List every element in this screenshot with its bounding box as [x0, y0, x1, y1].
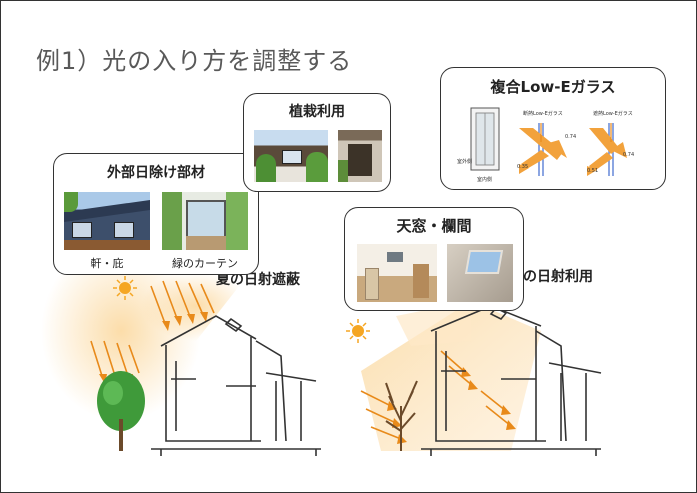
- card-skylight: 天窓・欄間: [344, 207, 524, 311]
- lowe-value-c: 0.74: [623, 152, 635, 158]
- card-planting: 植栽利用: [243, 93, 391, 192]
- winter-house-diagram: [346, 301, 602, 456]
- card-lowe-glass-title: 複合Low-Eガラス: [490, 78, 616, 96]
- lowe-outside-label: 室外側: [457, 159, 473, 165]
- eaves-photo: [64, 192, 150, 250]
- bare-tree-icon: [385, 380, 418, 451]
- window-sash-icon: [470, 107, 500, 171]
- eaves-label: 軒・庇: [90, 257, 124, 270]
- lowe-value-d: 0.51: [587, 168, 599, 174]
- lowe-glass-diagram: [470, 107, 627, 176]
- lowe-inside-label: 室内側: [477, 177, 493, 183]
- skylight-photo: [447, 244, 513, 302]
- card-planting-title: 植栽利用: [289, 104, 345, 120]
- green-curtain-label: 緑のカーテン: [172, 257, 238, 270]
- sun-icon-left: [113, 276, 137, 300]
- lowe-left-heading: 断熱Low-Eガラス: [523, 111, 563, 117]
- summer-house-diagram: [41, 241, 321, 456]
- caption-summer: 夏の日射遮蔽: [216, 272, 300, 288]
- lowe-right-heading: 遮熱Low-Eガラス: [593, 111, 633, 117]
- transom-room-photo: [357, 244, 437, 302]
- lowe-value-b: 0.35: [517, 164, 529, 170]
- card-lowe-glass: 複合Low-Eガラス: [440, 67, 666, 190]
- caption-winter: 冬の日射利用: [509, 269, 593, 285]
- lowe-value-a: 0.74: [565, 134, 577, 140]
- green-tree-icon: [97, 371, 145, 451]
- green-curtain-photo: [162, 192, 248, 250]
- planting-house-photo: [254, 130, 328, 182]
- slide-title: 例1）光の入り方を調整する: [36, 47, 353, 75]
- sun-icon-right: [346, 319, 370, 343]
- card-skylight-title: 天窓・欄間: [396, 217, 472, 235]
- card-exterior-shading: 外部日除け部材 軒・庇 緑のカーテン: [53, 153, 259, 275]
- planting-entrance-photo: [338, 130, 382, 182]
- card-exterior-shading-title: 外部日除け部材: [107, 165, 205, 181]
